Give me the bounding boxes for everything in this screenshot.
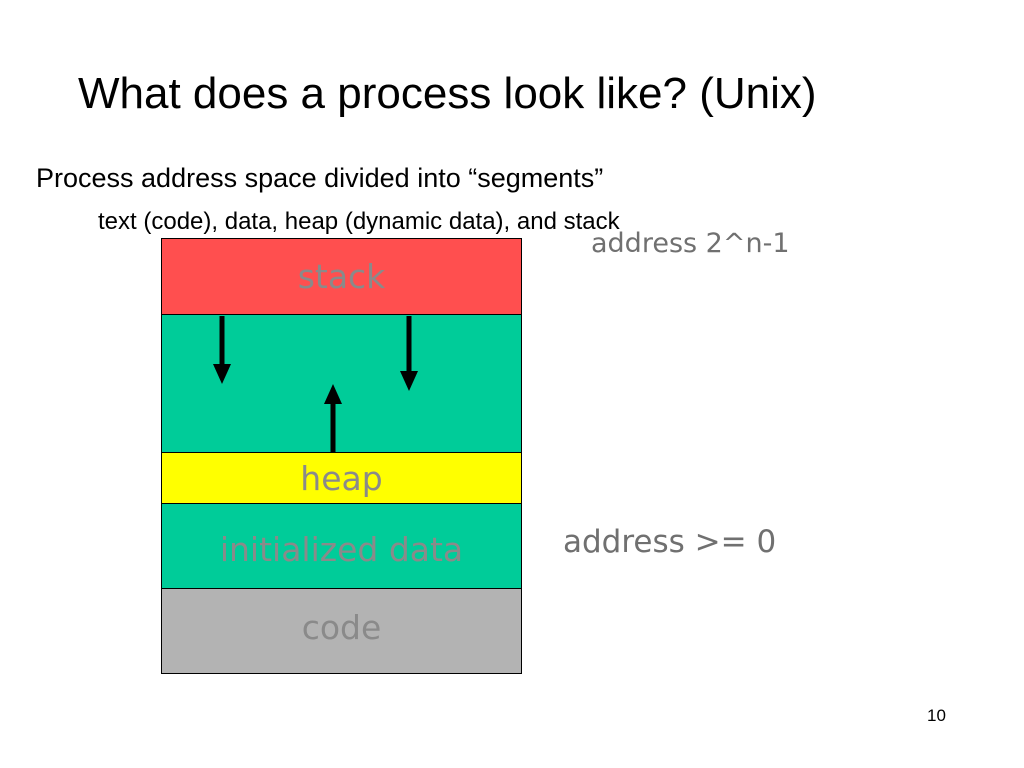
- address-top-label: address 2^n-1: [591, 228, 790, 259]
- page-number: 10: [927, 706, 946, 725]
- address-bottom-label: address >= 0: [563, 524, 777, 560]
- heap-segment: heap: [161, 452, 522, 504]
- data-label: initialized data: [219, 530, 464, 569]
- address-space-diagram: stack heap initialized data code: [161, 238, 522, 674]
- heap-label: heap: [300, 459, 383, 498]
- stack-segment: stack: [161, 238, 522, 315]
- slide-title: What does a process look like? (Unix): [78, 69, 817, 118]
- stack-label: stack: [297, 257, 386, 296]
- data-segment: initialized data: [161, 503, 522, 589]
- bullet-main: Process address space divided into “segm…: [36, 163, 604, 193]
- code-label: code: [301, 608, 382, 647]
- code-segment: code: [161, 588, 522, 674]
- bullet-sub: text (code), data, heap (dynamic data), …: [98, 208, 620, 235]
- free-space-segment: [161, 314, 522, 453]
